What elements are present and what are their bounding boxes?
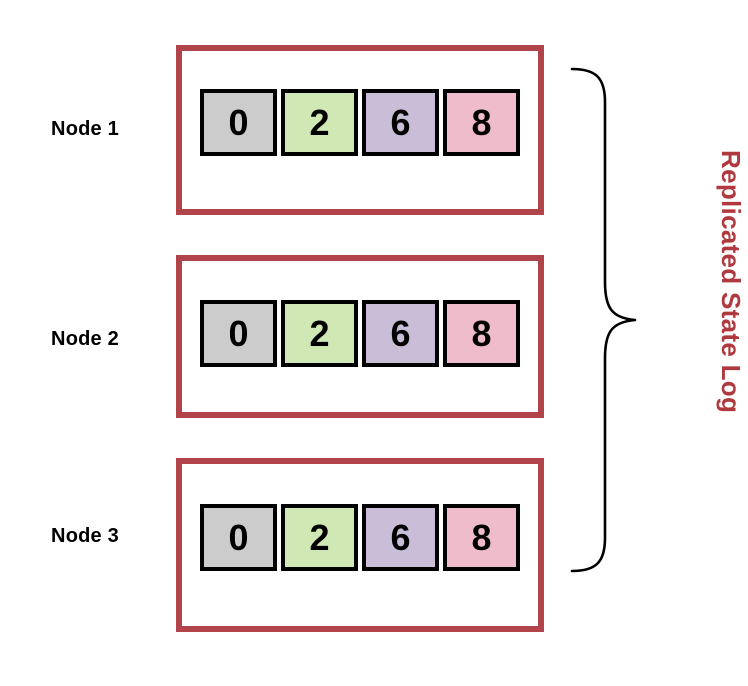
- log-cells-1: 0 2 6 8: [200, 89, 520, 156]
- log-entry-cell[interactable]: 2: [281, 300, 358, 367]
- replicated-state-log-label: Replicated State Log: [716, 150, 746, 414]
- log-entry-value: 0: [228, 312, 249, 354]
- log-entry-cell[interactable]: 8: [443, 89, 520, 156]
- log-entry-value: 6: [390, 516, 411, 558]
- log-entry-value: 0: [228, 516, 249, 558]
- node-label-2: Node 2: [51, 328, 119, 350]
- log-entry-value: 0: [228, 101, 249, 143]
- log-entry-value: 8: [471, 101, 492, 143]
- node-label-3: Node 3: [51, 525, 119, 547]
- log-entry-cell[interactable]: 0: [200, 300, 277, 367]
- log-entry-cell[interactable]: 0: [200, 89, 277, 156]
- log-entry-cell[interactable]: 2: [281, 89, 358, 156]
- log-entry-value: 2: [309, 101, 330, 143]
- log-entry-value: 2: [309, 312, 330, 354]
- log-cells-3: 0 2 6 8: [200, 504, 520, 571]
- log-entry-cell[interactable]: 6: [362, 504, 439, 571]
- node-row-1: Node 1 0 2 6 8: [0, 0, 748, 240]
- log-entry-value: 2: [309, 516, 330, 558]
- log-entry-cell[interactable]: 0: [200, 504, 277, 571]
- log-entry-cell[interactable]: 6: [362, 300, 439, 367]
- log-entry-value: 6: [390, 101, 411, 143]
- log-entry-value: 8: [471, 312, 492, 354]
- log-entry-cell[interactable]: 6: [362, 89, 439, 156]
- log-entry-value: 6: [390, 312, 411, 354]
- node-row-2: Node 2 0 2 6 8: [51, 255, 544, 418]
- log-entry-cell[interactable]: 8: [443, 504, 520, 571]
- log-entry-value: 8: [471, 516, 492, 558]
- log-cells-2: 0 2 6 8: [200, 300, 520, 367]
- log-entry-cell[interactable]: 8: [443, 300, 520, 367]
- node-label-1: Node 1: [51, 118, 119, 140]
- log-entry-cell[interactable]: 2: [281, 504, 358, 571]
